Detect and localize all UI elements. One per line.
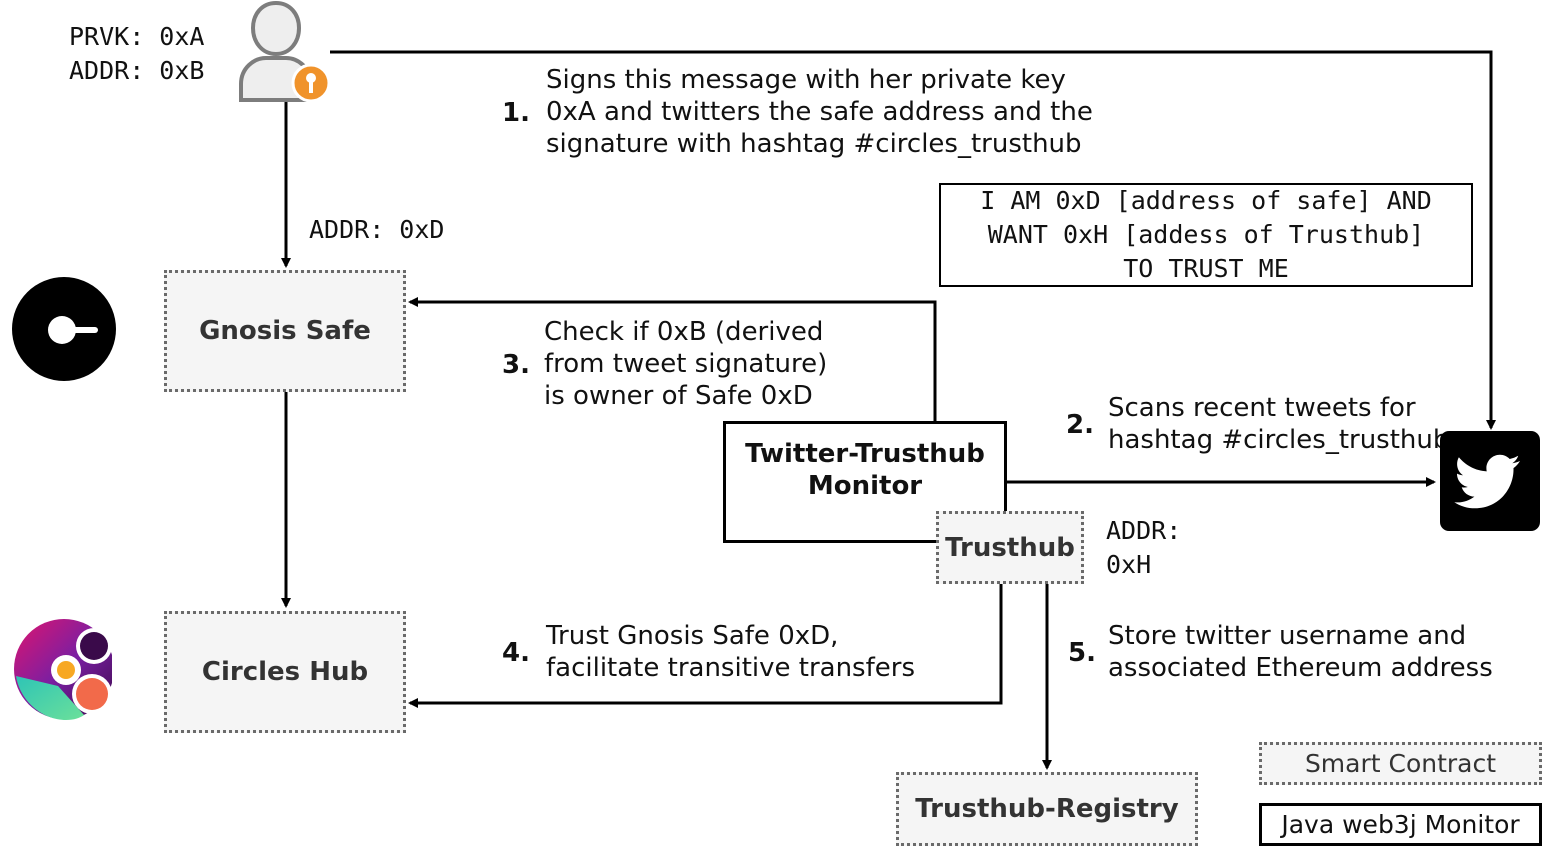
user-address: ADDR: 0xB (69, 56, 205, 85)
user-credentials: PRVK: 0xA ADDR: 0xB (69, 20, 204, 88)
step-1-text: Signs this message with her private key … (546, 65, 1093, 159)
circles-hub-node: Circles Hub (164, 611, 406, 733)
safe-address-label: ADDR: 0xD (309, 215, 445, 244)
legend-java-monitor: Java web3j Monitor (1259, 803, 1542, 846)
step-4-number: 4. (502, 638, 530, 668)
user-with-key-icon (236, 0, 332, 104)
gnosis-safe-node: Gnosis Safe (164, 270, 406, 392)
arrow-trusthub-to-hub (408, 584, 1003, 708)
trusthub-registry-node: Trusthub-Registry (896, 772, 1198, 846)
twitter-bird-icon (1440, 431, 1540, 531)
step-2-number: 2. (1066, 410, 1094, 440)
step-3-text: Check if 0xB (derived from tweet signatu… (544, 317, 828, 411)
step-3-number: 3. (502, 350, 530, 380)
user-private-key: PRVK: 0xA (69, 22, 205, 51)
trusthub-node: Trusthub (936, 511, 1084, 584)
step-2-text: Scans recent tweets for hashtag #circles… (1108, 393, 1450, 455)
step-5-text: Store twitter username and associated Et… (1108, 621, 1493, 683)
step-1-number: 1. (502, 98, 530, 128)
step-5-number: 5. (1068, 638, 1096, 668)
legend-smart-contract: Smart Contract (1259, 742, 1542, 785)
tweet-message-box: I AM 0xD [address of safe] AND WANT 0xH … (939, 183, 1473, 287)
arrow-user-to-twitter (330, 50, 1496, 430)
trusthub-address-label: ADDR: 0xH (1106, 516, 1182, 579)
gnosis-logo-icon (12, 277, 116, 381)
circles-logo-icon (14, 616, 114, 722)
step-4-text: Trust Gnosis Safe 0xD, facilitate transi… (546, 621, 915, 683)
arrow-monitor-to-safe (408, 297, 937, 421)
